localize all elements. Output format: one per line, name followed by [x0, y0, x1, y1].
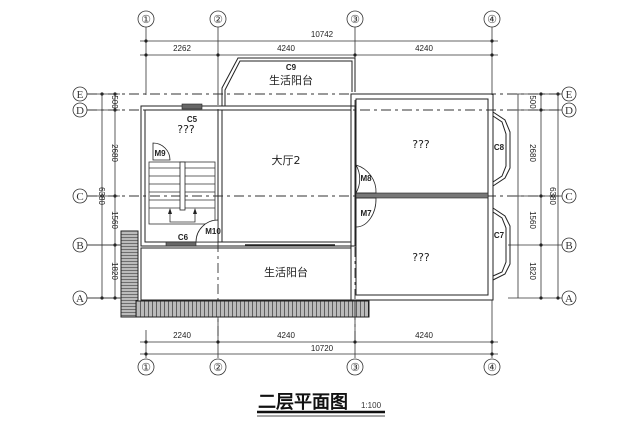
room-small: ???	[177, 123, 195, 136]
axis-bubbles-left: E D C B A	[72, 86, 88, 306]
drawing-title: 二层平面图	[258, 392, 348, 413]
axis-A-left: A	[76, 293, 84, 305]
room-hall: 大厅2	[272, 153, 301, 167]
dim-right-2: 2680	[528, 144, 537, 162]
bay-window-c7: C7	[492, 207, 511, 281]
axis-B-left: B	[76, 240, 83, 252]
door-m7: M7	[355, 197, 377, 228]
bay-window-c8: C8	[492, 111, 511, 187]
top-balcony: C9 生活阳台	[221, 57, 356, 106]
bottom-balcony: 生活阳台	[140, 247, 352, 301]
door-m10: M10	[195, 219, 221, 243]
dim-bottom-3: 4240	[415, 331, 433, 340]
right-block-walls: ??? ???	[350, 93, 494, 301]
axis-3-bottom: ③	[350, 362, 360, 374]
dim-bottom-1: 2240	[173, 331, 191, 340]
dim-top-1: 2262	[173, 44, 191, 53]
room-bottom-balcony: 生活阳台	[264, 265, 308, 279]
window-c7-label: C7	[494, 231, 505, 240]
window-c9-label: C9	[286, 63, 297, 72]
axis-B-right: B	[565, 240, 572, 252]
window-c8-label: C8	[494, 143, 505, 152]
dim-left-3: 1560	[110, 211, 119, 229]
dim-top-total: 10742	[311, 30, 334, 39]
top-dimensions: 10742 2262 4240 4240	[140, 27, 498, 95]
drawing-scale: 1:100	[361, 401, 382, 410]
axis-2-top: ②	[213, 14, 223, 26]
window-c6: C6	[165, 233, 197, 247]
dim-right-1: 500	[528, 95, 537, 109]
axis-3-top: ③	[350, 14, 360, 26]
door-m7-label: M7	[360, 209, 372, 218]
axis-4-bottom: ④	[487, 362, 497, 374]
dim-left-2: 2680	[110, 144, 119, 162]
dim-right-4: 1820	[528, 262, 537, 280]
axis-E-left: E	[77, 89, 84, 101]
axis-A-right: A	[565, 293, 573, 305]
axis-bubbles-right: E D C B A	[561, 86, 577, 306]
room-top-balcony: 生活阳台	[269, 73, 313, 87]
door-m9: M9	[152, 142, 171, 161]
axis-2-bottom: ②	[213, 362, 223, 374]
axis-1-top: ①	[141, 14, 151, 26]
axis-1-bottom: ①	[141, 362, 151, 374]
axis-4-top: ④	[487, 14, 497, 26]
dim-bottom-2: 4240	[277, 331, 295, 340]
axis-E-right: E	[566, 89, 573, 101]
axis-C-right: C	[565, 191, 572, 203]
window-c6-label: C6	[178, 233, 189, 242]
axis-bubbles-top: ① ② ③ ④	[137, 10, 501, 28]
dim-bottom-total: 10720	[311, 344, 334, 353]
dim-top-2: 4240	[277, 44, 295, 53]
staircase	[148, 161, 216, 225]
door-m9-label: M9	[154, 149, 166, 158]
door-m10-label: M10	[205, 227, 221, 236]
window-c5	[181, 103, 203, 110]
room-right-top: ???	[412, 138, 430, 151]
axis-D-left: D	[76, 105, 84, 117]
dim-left-1: 500	[110, 95, 119, 109]
dim-left-4: 1820	[110, 262, 119, 280]
dim-right-3: 1560	[528, 211, 537, 229]
dim-top-3: 4240	[415, 44, 433, 53]
left-block-walls: C5 ??? 大厅2	[140, 103, 356, 247]
axis-D-right: D	[565, 105, 573, 117]
window-c5-label: C5	[187, 115, 198, 124]
axis-bubbles-bottom: ① ② ③ ④	[137, 358, 501, 376]
balcony-railing	[120, 230, 370, 318]
door-m8: M8	[355, 163, 377, 195]
door-m8-label: M8	[360, 174, 372, 183]
drawing-title-block: 二层平面图 1:100	[257, 392, 385, 417]
room-right-bottom: ???	[412, 251, 430, 264]
axis-C-left: C	[76, 191, 83, 203]
bottom-dimensions: 2240 4240 4240 10720	[140, 300, 498, 358]
